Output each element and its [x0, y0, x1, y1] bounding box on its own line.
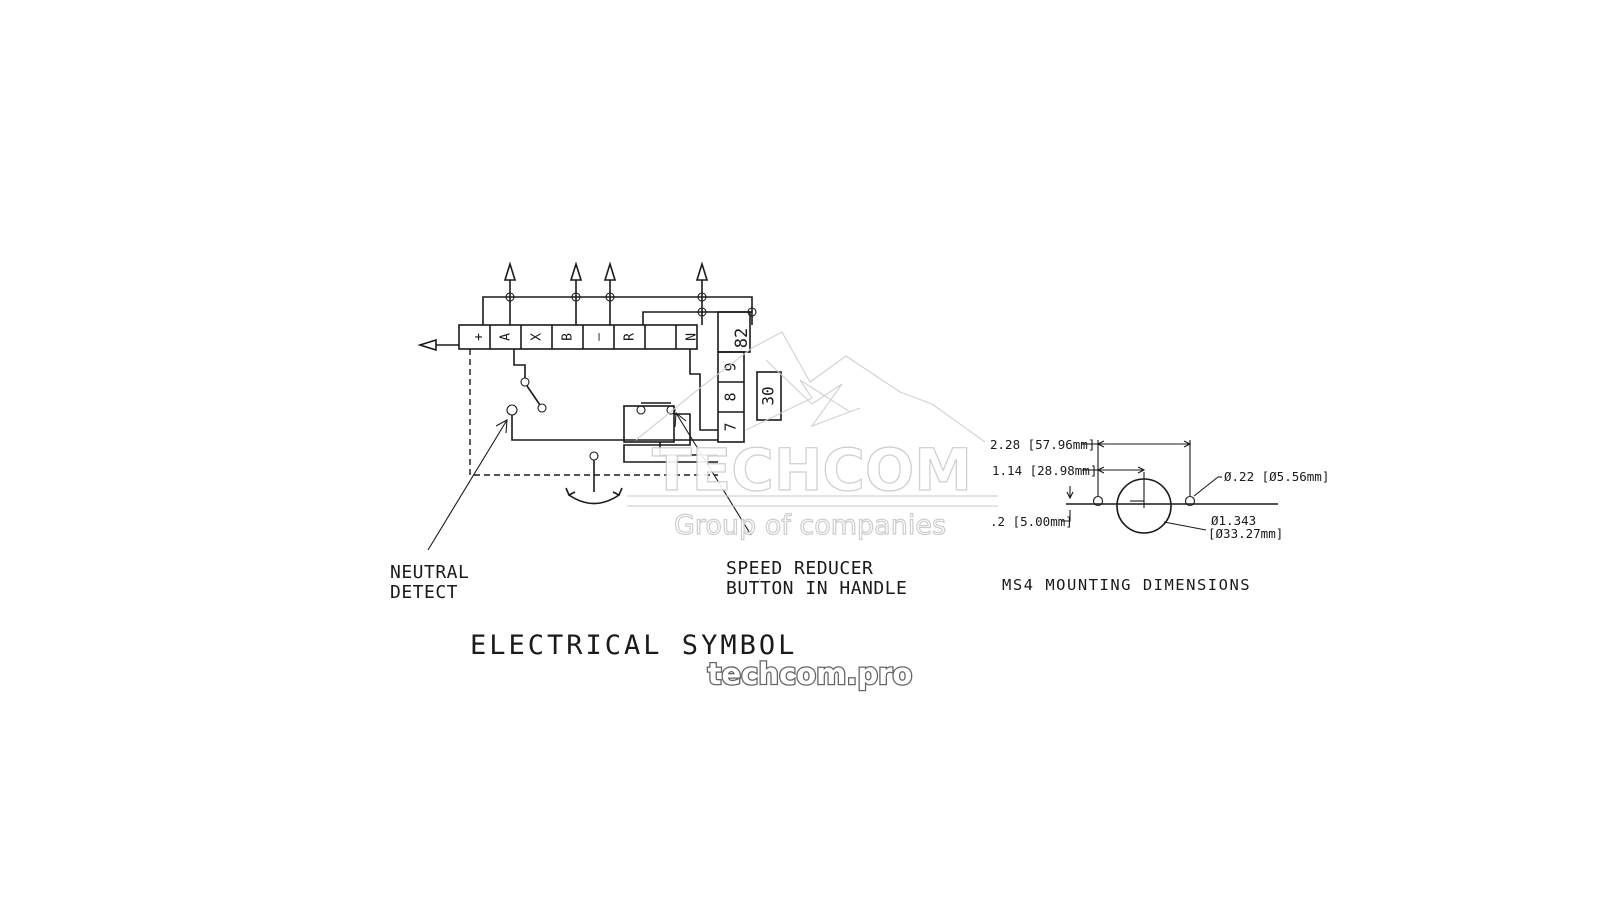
speed-label-line2: BUTTON IN HANDLE — [726, 578, 907, 599]
speed-reducer-switch — [623, 349, 718, 463]
terminal-7-label: 7 — [722, 422, 740, 431]
terminal-minus-label: – — [592, 333, 607, 341]
dimension-1-14: 1.14 [28.98mm] — [992, 463, 1097, 478]
mounting-hole-right — [1184, 495, 1196, 507]
watermark-brand: TECHCOM — [652, 436, 972, 504]
techcom-watermark: TECHCOM Group of companies techcom.pro — [627, 331, 998, 692]
dimension-bore-mm: [Ø33.27mm] — [1208, 526, 1283, 541]
terminal-strip: + A X B – R N — [458, 324, 700, 350]
top-wiring — [482, 292, 757, 325]
neutral-leader — [427, 419, 508, 551]
neutral-label-line1: NEUTRAL — [390, 562, 469, 583]
electrical-symbol: + A X B – R N — [390, 261, 907, 661]
left-arrow-icon — [417, 338, 459, 352]
neutral-label-line2: DETECT — [390, 582, 458, 603]
speed-leader — [674, 411, 752, 536]
terminal-x-label: X — [530, 333, 545, 341]
up-arrow-icons — [503, 261, 709, 325]
dimension-hole-diameter: Ø.22 [Ø5.56mm] — [1224, 469, 1329, 484]
mounting-hole-left — [1092, 495, 1104, 507]
terminal-r-label: R — [623, 333, 638, 341]
watermark-tagline: Group of companies — [674, 510, 946, 541]
ground-symbol-icon — [565, 451, 623, 505]
terminal-b-label: B — [561, 333, 576, 341]
terminal-30-label: 30 — [759, 386, 778, 405]
terminal-a-label: A — [499, 333, 514, 341]
mounting-title: MS4 MOUNTING DIMENSIONS — [1002, 576, 1251, 594]
terminal-9-label: 9 — [722, 362, 740, 371]
neutral-switch — [506, 349, 718, 441]
mounting-dimensions: 2.28 [57.96mm] 1.14 [28.98mm] .2 [5.00mm… — [990, 437, 1329, 594]
electrical-symbol-title: ELECTRICAL SYMBOL — [470, 630, 797, 661]
mountain-logo-icon — [627, 331, 998, 507]
terminal-8-label: 8 — [722, 392, 740, 401]
dimension-2-28: 2.28 [57.96mm] — [990, 437, 1095, 452]
dashed-enclosure — [469, 349, 718, 476]
terminal-plus-label: + — [472, 333, 487, 341]
watermark-url: techcom.pro — [708, 657, 913, 691]
speed-label-line1: SPEED REDUCER — [726, 558, 873, 579]
right-terminal-column: 82 9 8 7 30 — [717, 311, 782, 443]
terminal-82-label: 82 — [732, 328, 752, 348]
terminal-n-label: N — [685, 333, 700, 341]
dimension-0-2: .2 [5.00mm] — [990, 514, 1073, 529]
dimension-bore-in: Ø1.343 — [1211, 513, 1256, 528]
